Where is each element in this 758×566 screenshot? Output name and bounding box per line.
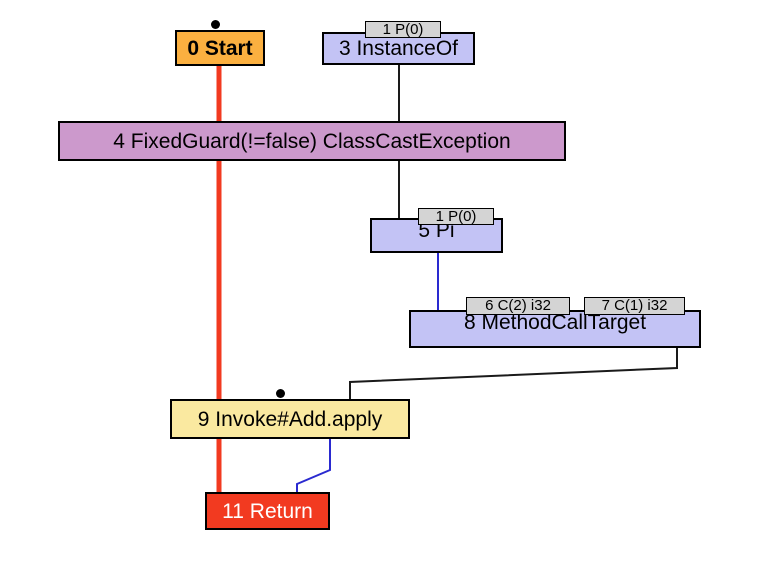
chip-label: 1 P(0)	[382, 20, 424, 38]
node-11-return[interactable]: 11 Return	[205, 492, 330, 530]
node-label: 11 Return	[222, 499, 313, 523]
anchor-dot-invoke	[276, 389, 285, 398]
edge-methodcalltarget-to-invoke	[349, 348, 678, 400]
chip-1-p0-instanceof[interactable]: 1 P(0)	[365, 21, 441, 38]
node-label: 3 InstanceOf	[338, 37, 459, 60]
anchor-dot-start	[211, 20, 220, 29]
node-label: 8 MethodCallTarget	[463, 311, 647, 334]
edge-invoke-to-return-data	[296, 439, 331, 493]
chip-6-c2-i32[interactable]: 6 C(2) i32	[466, 297, 570, 315]
node-9-invoke[interactable]: 9 Invoke#Add.apply	[170, 399, 410, 439]
node-4-fixedguard[interactable]: 4 FixedGuard(!=false) ClassCastException	[58, 121, 566, 161]
chip-7-c1-i32[interactable]: 7 C(1) i32	[584, 297, 685, 315]
chip-label: 6 C(2) i32	[485, 297, 551, 314]
node-label: 4 FixedGuard(!=false) ClassCastException	[113, 129, 511, 153]
node-8-methodcalltarget[interactable]: 8 MethodCallTarget	[409, 310, 701, 348]
node-label: 0 Start	[187, 36, 253, 60]
node-label: 9 Invoke#Add.apply	[197, 407, 383, 431]
chip-label: 7 C(1) i32	[601, 297, 668, 314]
chip-label: 1 P(0)	[435, 207, 477, 225]
node-0-start[interactable]: 0 Start	[175, 30, 265, 66]
chip-1-p0-pi[interactable]: 1 P(0)	[418, 208, 494, 225]
